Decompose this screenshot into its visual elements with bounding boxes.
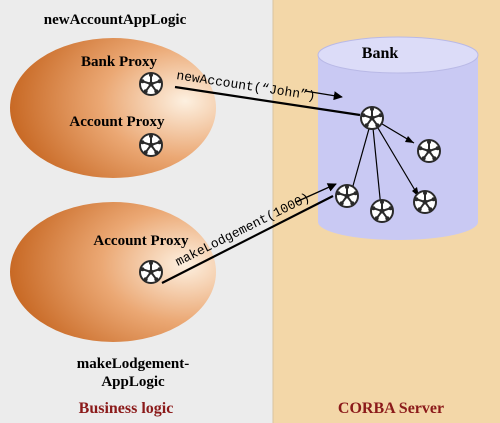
new-account-call-line	[174, 85, 361, 117]
account-proxy-object-icon-bottom	[139, 260, 163, 284]
corba-server-label: CORBA Server	[338, 400, 444, 417]
make-lodgement-app-title-1: makeLodgement-	[77, 356, 190, 372]
account-proxy-object-icon-top	[139, 133, 163, 157]
bank-label: Bank	[362, 45, 399, 62]
business-logic-label: Business logic	[79, 400, 174, 417]
make-lodgement-app-title-2: AppLogic	[101, 374, 165, 390]
account-object-icon-2	[335, 184, 359, 208]
new-account-arrow-icon	[304, 90, 343, 101]
account-object-icon-1	[417, 139, 441, 163]
make-lodgement-app-ellipse	[10, 202, 216, 342]
bank-proxy-object-icon	[139, 72, 163, 96]
account-proxy-label-top: Account Proxy	[69, 114, 165, 130]
bank-cylinder	[317, 36, 479, 240]
account-object-icon-3	[370, 199, 394, 223]
make-lodgement-call-line	[161, 195, 334, 284]
account-proxy-label-bottom: Account Proxy	[93, 233, 189, 249]
make-lodgement-arrow-icon	[295, 183, 337, 203]
bank-object-icon	[360, 106, 384, 130]
account-object-icon-4	[413, 190, 437, 214]
new-account-app-ellipse	[10, 38, 216, 178]
bank-proxy-label: Bank Proxy	[81, 54, 157, 70]
new-account-app-title: newAccountAppLogic	[44, 12, 187, 28]
